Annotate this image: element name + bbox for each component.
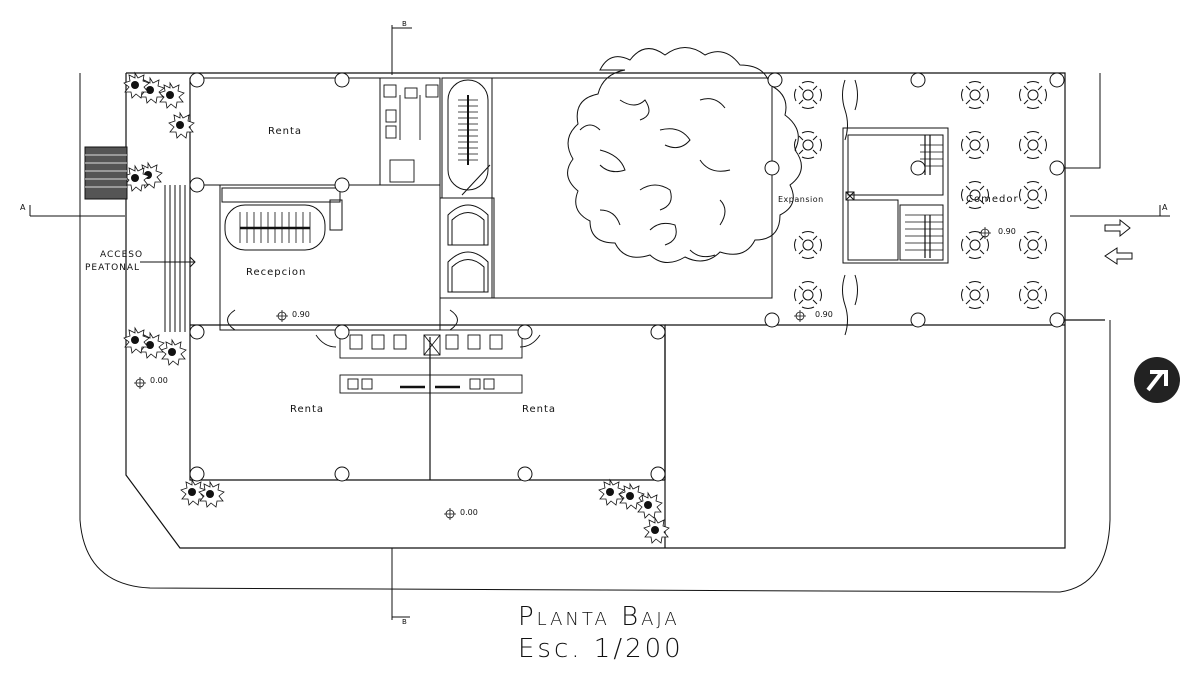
section-mark-bottom: B [402, 618, 407, 626]
label-renta-top: Renta [268, 126, 302, 137]
toilets-top [383, 84, 439, 183]
label-comedor: Comedor [966, 194, 1019, 205]
level-090-reception: 0.90 [292, 310, 310, 319]
section-mark-top: B [402, 20, 407, 28]
section-mark-left: A [20, 203, 26, 212]
landscape-shrubs [123, 72, 670, 544]
label-peatonal: PEATONAL [85, 263, 140, 273]
stair-reception [221, 187, 343, 251]
level-000-bottom: 0.00 [460, 508, 478, 517]
tree-canopy [567, 47, 802, 263]
building-outline [125, 72, 1105, 549]
level-090-comedor: 0.90 [998, 227, 1016, 236]
north-arrow-icon [1134, 357, 1180, 403]
elevator-shafts [447, 204, 489, 293]
level-markers [134, 227, 991, 520]
section-mark-right: A [1162, 203, 1168, 212]
drawing-scale: Esc. 1/200 [518, 634, 684, 664]
structural-columns [189, 72, 1065, 482]
label-acceso: ACCESO [100, 250, 143, 260]
toilets-center [315, 329, 541, 394]
stair-top [447, 79, 491, 196]
label-recepcion: Recepcion [246, 267, 306, 278]
level-000-left: 0.00 [150, 376, 168, 385]
label-renta-bottom-right: Renta [522, 404, 556, 415]
label-expansion: Expansion [778, 195, 824, 204]
comedor-core [842, 79, 949, 336]
label-renta-bottom-left: Renta [290, 404, 324, 415]
drawing-title: Planta Baja [518, 602, 680, 632]
room-walls [189, 77, 773, 331]
entry-steps [84, 146, 196, 332]
level-090-expansion: 0.90 [815, 310, 833, 319]
site-boundary [79, 73, 1111, 593]
section-lines [29, 25, 1170, 620]
